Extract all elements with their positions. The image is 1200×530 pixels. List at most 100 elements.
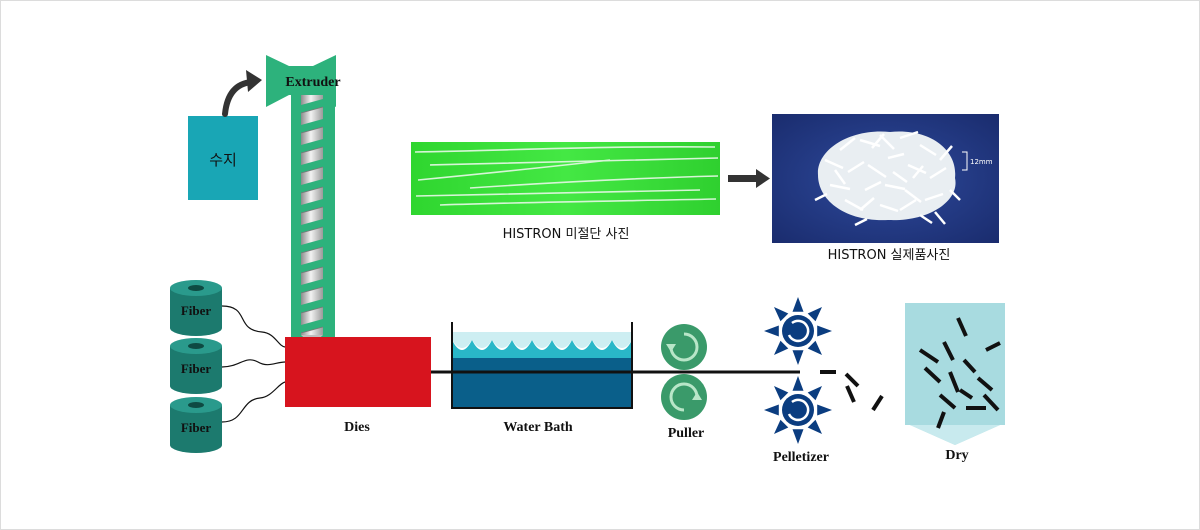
photo-arrow-head <box>756 169 770 188</box>
screw-thread-edge <box>300 306 324 314</box>
uncut-photo-caption: HISTRON 미절단 사진 <box>503 227 630 242</box>
water-light-wave <box>452 340 632 358</box>
extruder: Extruder <box>266 55 341 345</box>
fiber-label: Fiber <box>181 361 212 376</box>
dry-hopper-body <box>905 303 1005 445</box>
rotation-arrowhead-icon <box>692 392 702 400</box>
screw-thread-edge <box>300 126 324 134</box>
strand <box>469 175 719 189</box>
screw-thread <box>301 279 323 293</box>
cutter-blade <box>764 404 779 416</box>
fiber-piece <box>934 211 946 225</box>
fiber-piece <box>899 130 919 140</box>
pellet <box>962 358 977 374</box>
water-foam-wave <box>452 332 632 348</box>
rotation-arrow-icon <box>669 382 699 412</box>
dies-label: Dies <box>344 420 370 435</box>
photo-product: 12mm HISTRON 실제품사진 <box>772 114 999 263</box>
fiber-spool-body <box>170 405 222 453</box>
puller: Puller <box>660 324 708 441</box>
fiber-piece <box>859 138 881 148</box>
fiber-strand-2 <box>221 359 286 368</box>
fiber-spool-hole <box>188 285 204 291</box>
strand <box>439 198 717 206</box>
feed-arrow <box>222 70 262 117</box>
rotation-arrowhead-icon <box>666 344 676 352</box>
pellet <box>958 388 974 400</box>
pellet <box>956 317 968 337</box>
pelletizer-label: Pelletizer <box>773 450 829 465</box>
photo-arrow-shaft <box>728 175 758 182</box>
screw-thread-edge <box>300 246 324 254</box>
scale-bracket <box>962 151 968 171</box>
cutter-blade <box>817 404 832 416</box>
cutter-blade <box>774 307 789 322</box>
cutter-blade <box>774 340 789 355</box>
pelletizer: Pelletizer <box>764 297 832 465</box>
screw-thread-edge <box>300 186 324 194</box>
puller-roller-top <box>661 324 707 370</box>
pellet <box>942 341 955 361</box>
pellet <box>871 394 884 412</box>
water-bath-label: Water Bath <box>503 420 573 435</box>
fiber-piece <box>814 192 828 202</box>
puller-roller-bottom <box>661 374 707 420</box>
fiber-label: Fiber <box>181 420 212 435</box>
fiber-spool-hole <box>188 343 204 349</box>
cutter-blade <box>807 307 822 322</box>
scale-mark: 12mm <box>970 158 993 166</box>
fiber-piece <box>892 170 908 184</box>
screw-thread <box>301 299 323 313</box>
fiber-label: Fiber <box>181 303 212 318</box>
fiber-piece <box>899 198 917 212</box>
dies-block <box>285 337 431 407</box>
fiber-spools: Fiber Fiber Fiber <box>170 280 222 453</box>
puller-roller-circle <box>661 374 707 420</box>
strand <box>429 157 719 166</box>
screw-thread-edge <box>300 106 324 114</box>
pellet <box>976 376 994 392</box>
strand <box>415 189 701 197</box>
fiber-piece <box>871 133 885 149</box>
fiber-piece <box>839 137 856 151</box>
strand <box>417 159 611 181</box>
fiber-piece <box>884 183 906 191</box>
cutter-blade <box>774 419 789 434</box>
fiber-strand-3 <box>221 381 286 423</box>
fiber-spool-hole <box>188 402 204 408</box>
resin-box-fill <box>188 116 258 200</box>
cutter-blade <box>764 325 779 337</box>
fiber-strands <box>221 305 286 423</box>
uncut-strand-lines <box>414 146 719 206</box>
fiber-spool-body <box>170 288 222 336</box>
cutter-blade <box>807 340 822 355</box>
fiber-piece <box>919 143 937 157</box>
resin-box: 수지 <box>188 116 258 200</box>
screw-thread <box>301 199 323 213</box>
screw-thread-edge <box>300 226 324 234</box>
cutter-blade <box>792 297 804 312</box>
fiber-piece <box>924 192 944 202</box>
screw-threads <box>300 99 324 334</box>
dry-hopper-arrow <box>910 425 1000 445</box>
pellet <box>948 371 960 393</box>
fiber-piece <box>859 197 875 211</box>
cutter-blade <box>792 376 804 391</box>
screw-thread-edge <box>300 206 324 214</box>
cutter-wheel-bottom <box>764 376 832 444</box>
dry-hopper: Dry <box>905 303 1005 463</box>
fiber-piece <box>904 189 922 203</box>
water-bath: Water Bath <box>451 322 633 435</box>
cutter-wheel-top <box>764 297 832 365</box>
dry-pellets <box>918 317 1001 429</box>
screw-thread <box>301 259 323 273</box>
fiber-strand-1 <box>221 305 286 348</box>
screw-thread <box>301 179 323 193</box>
product-pile <box>817 131 956 221</box>
cutter-blade <box>774 386 789 401</box>
dry-label: Dry <box>945 448 968 463</box>
fiber-piece <box>867 163 887 179</box>
screw-thread <box>301 139 323 153</box>
resin-label: 수지 <box>209 151 237 169</box>
fiber-piece <box>844 198 864 212</box>
